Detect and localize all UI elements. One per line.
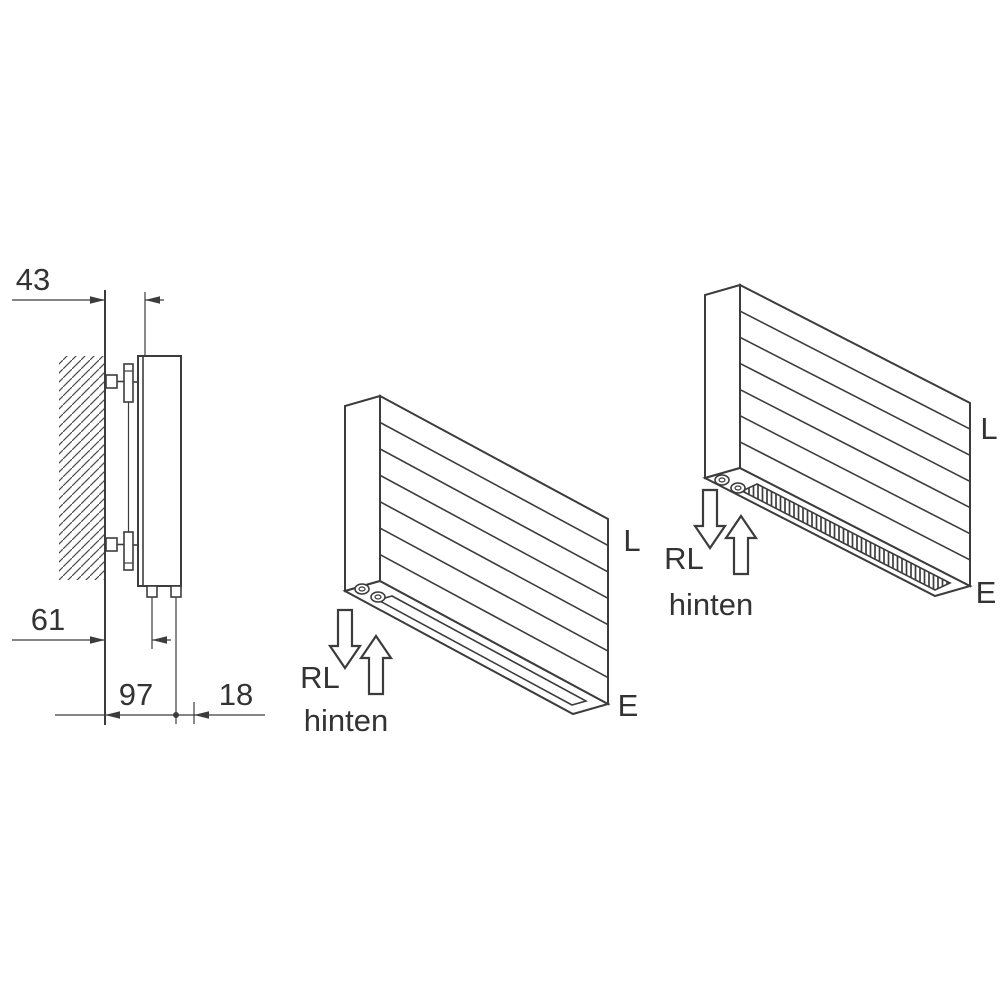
dimension-97-18: 97 18 xyxy=(55,597,265,724)
label-e: E xyxy=(618,688,639,723)
front-face xyxy=(739,283,971,588)
pipe-connection-circle-inner xyxy=(734,485,742,491)
dimension-97-label: 97 xyxy=(119,677,153,712)
pipe-connection-circle-inner xyxy=(374,594,382,600)
pipe-connection-circle-inner xyxy=(718,477,726,483)
label-l: L xyxy=(623,523,640,558)
pipe-stub-rear xyxy=(146,585,158,598)
pipe-connection-circle xyxy=(354,583,370,595)
arrowhead-left xyxy=(145,296,160,304)
wall-anchor-top xyxy=(105,374,118,389)
pipe-connection-circle-inner xyxy=(358,586,366,592)
pipe-stub-front xyxy=(170,585,182,598)
flow-arrow-up-icon xyxy=(723,514,759,576)
chain-dot xyxy=(173,712,179,718)
dimension-43: 43 xyxy=(12,262,164,356)
radiator-side-body xyxy=(137,355,182,587)
pipe-connection-circle xyxy=(730,482,746,494)
flow-arrow-down-icon xyxy=(327,608,363,670)
mounting-bracket-top xyxy=(105,363,138,403)
radiator-iso-plain: L E RL hinten xyxy=(300,394,641,738)
front-face xyxy=(379,394,609,706)
side-view: 43 61 97 18 xyxy=(12,262,265,725)
label-rl: RL xyxy=(300,660,340,695)
flow-arrow-down-icon xyxy=(692,488,728,550)
wall-anchor-bottom xyxy=(105,537,118,552)
pipe-connection-circle xyxy=(714,474,730,486)
arrowhead-right xyxy=(90,636,105,644)
label-l: L xyxy=(980,411,997,446)
pipe-connections-side xyxy=(146,585,182,598)
label-e: E xyxy=(976,575,997,610)
arrowhead-left xyxy=(105,711,120,719)
fin-lines xyxy=(739,310,971,561)
dimension-43-label: 43 xyxy=(16,262,50,297)
dimension-61: 61 xyxy=(12,597,171,649)
radiator-iso-grille: L E RL hinten xyxy=(664,283,998,622)
label-rl: RL xyxy=(664,541,704,576)
arrowhead-left xyxy=(152,636,167,644)
flow-arrow-up-icon xyxy=(358,634,394,696)
bracket-hook-bottom xyxy=(123,531,134,571)
arrowhead-right xyxy=(90,296,105,304)
bracket-hook-top xyxy=(123,363,134,403)
label-hinten: hinten xyxy=(669,587,753,622)
end-cap xyxy=(704,283,741,480)
label-hinten: hinten xyxy=(304,703,388,738)
wall-hatch xyxy=(59,356,105,580)
air-outlet-grille xyxy=(740,483,952,591)
mounting-bracket-bottom xyxy=(105,531,138,571)
arrowhead-left xyxy=(194,711,209,719)
pipe-connection-circle xyxy=(370,591,386,603)
dimension-18-label: 18 xyxy=(219,677,253,712)
end-cap xyxy=(344,394,381,593)
fin-lines xyxy=(379,421,609,679)
dimension-61-label: 61 xyxy=(31,602,65,637)
